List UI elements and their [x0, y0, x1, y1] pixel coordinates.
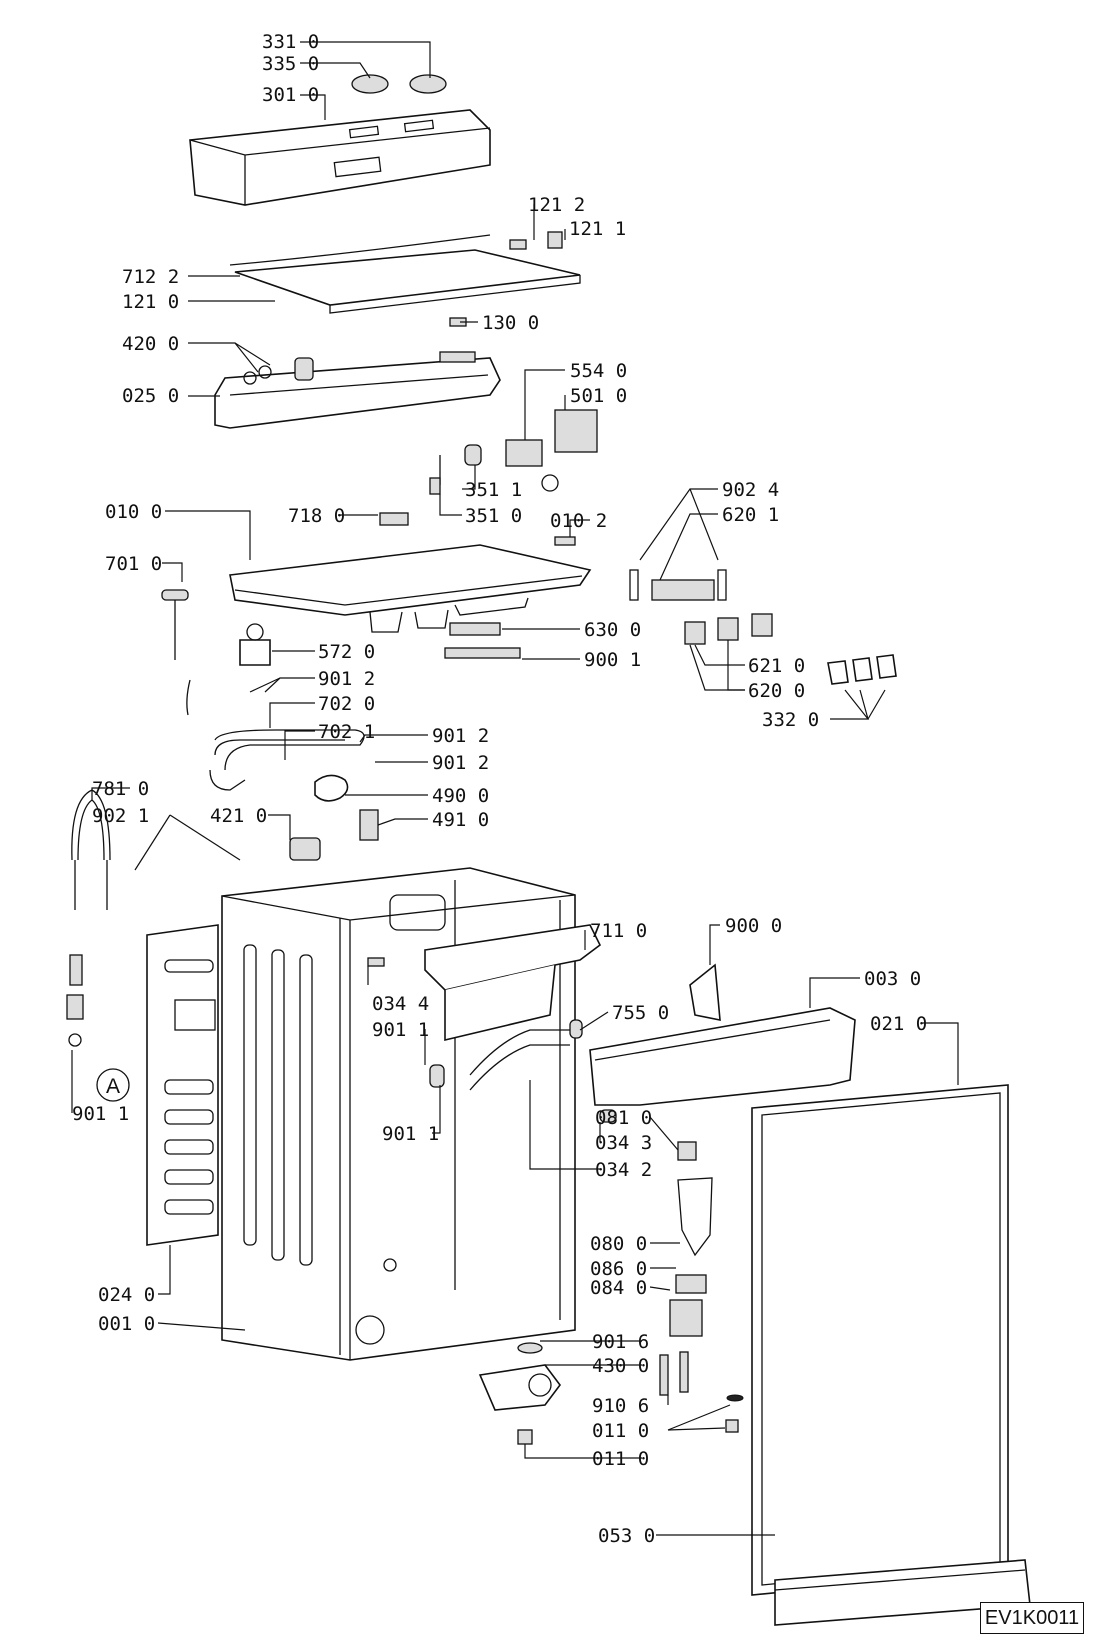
part-label: 701 0 [105, 553, 162, 575]
part-label: 702 1 [318, 721, 375, 743]
part-label: 901 1 [72, 1103, 129, 1125]
part-label: 901 6 [592, 1331, 649, 1353]
part-label: 335 0 [262, 53, 319, 75]
part-label: 421 0 [210, 805, 267, 827]
part-label: 900 1 [584, 649, 641, 671]
part-label: 034 3 [595, 1132, 652, 1154]
part-label: 021 0 [870, 1013, 927, 1035]
back-panel-part [146, 924, 219, 1246]
top-cover-part [229, 231, 581, 327]
part-label: 902 4 [722, 479, 779, 501]
part-label: 711 0 [590, 920, 647, 942]
part-label: 901 2 [318, 668, 375, 690]
part-label: 901 1 [382, 1123, 439, 1145]
part-label: 332 0 [762, 709, 819, 731]
part-label: 910 6 [592, 1395, 649, 1417]
part-label: 491 0 [432, 809, 489, 831]
part-label: 086 0 [590, 1258, 647, 1280]
control-panel-part [189, 74, 491, 206]
front-panel-part [751, 1084, 1009, 1596]
part-label: 351 1 [465, 479, 522, 501]
part-label: 011 0 [592, 1420, 649, 1442]
inlet-hose-part: A [66, 789, 130, 1102]
part-label: 084 0 [590, 1277, 647, 1299]
part-label: 130 0 [482, 312, 539, 334]
document-code: EV1K0011 [980, 1602, 1084, 1634]
valves-hoses-part [161, 589, 379, 861]
part-label: 554 0 [570, 360, 627, 382]
part-label: 755 0 [612, 1002, 669, 1024]
part-label: 902 1 [92, 805, 149, 827]
part-label: 001 0 [98, 1313, 155, 1335]
part-label: 630 0 [584, 619, 641, 641]
part-label: 331 0 [262, 31, 319, 53]
part-label: 621 0 [748, 655, 805, 677]
part-label: 025 0 [122, 385, 179, 407]
part-label: 901 2 [432, 752, 489, 774]
part-label: 010 2 [550, 510, 607, 532]
part-label: 702 0 [318, 693, 375, 715]
console-bracket-part [214, 351, 501, 429]
part-label: 034 2 [595, 1159, 652, 1181]
part-label: 121 1 [569, 218, 626, 240]
part-label: 620 0 [748, 680, 805, 702]
rear-bracket-part [589, 963, 856, 1106]
part-label: 900 0 [725, 915, 782, 937]
part-label: 430 0 [592, 1355, 649, 1377]
small-parts-group [367, 957, 744, 1445]
part-label: 003 0 [864, 968, 921, 990]
part-label: 781 0 [92, 778, 149, 800]
part-label: 901 1 [372, 1019, 429, 1041]
part-label: 572 0 [318, 641, 375, 663]
part-label: 501 0 [570, 385, 627, 407]
drawer-housing-part [229, 512, 592, 633]
timer-motor-part [429, 409, 598, 495]
part-label: 718 0 [288, 505, 345, 527]
dispenser-part [424, 924, 602, 1091]
part-label: 901 2 [432, 725, 489, 747]
switch-modules-part [444, 569, 897, 685]
part-label: 420 0 [122, 333, 179, 355]
part-label: 121 0 [122, 291, 179, 313]
part-label: 034 4 [372, 993, 429, 1015]
part-label: 490 0 [432, 785, 489, 807]
part-label: 301 0 [262, 84, 319, 106]
part-label: 011 0 [592, 1448, 649, 1470]
part-label: 024 0 [98, 1284, 155, 1306]
part-label: 351 0 [465, 505, 522, 527]
part-labels: 331 0 335 0 301 0 121 2 121 1 712 2 121 … [72, 31, 927, 1547]
leader-lines [71, 41, 959, 1536]
part-label: 080 0 [590, 1233, 647, 1255]
part-label: 081 0 [595, 1107, 652, 1129]
part-label: 620 1 [722, 504, 779, 526]
part-label: 010 0 [105, 501, 162, 523]
part-label: 053 0 [598, 1525, 655, 1547]
part-label: 121 2 [528, 194, 585, 216]
marker-A: A [106, 1075, 120, 1098]
part-label: 712 2 [122, 266, 179, 288]
